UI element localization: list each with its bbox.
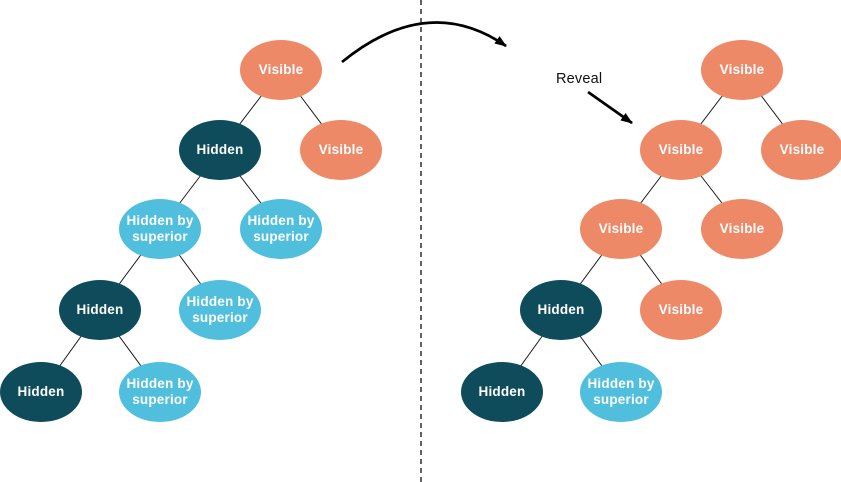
transform-arrow: [341, 21, 507, 64]
tree-node-after-visible: Visible: [640, 120, 722, 180]
reveal-arrow: [587, 90, 633, 125]
tree-node-before-visible: Visible: [240, 40, 322, 100]
tree-node-after-visible: Visible: [701, 40, 783, 100]
tree-node-before-hidden_by_superior: Hidden by superior: [240, 199, 322, 259]
tree-node-before-visible: Visible: [300, 120, 382, 180]
tree-node-after-hidden_by_superior: Hidden by superior: [580, 362, 662, 422]
tree-node-after-visible: Visible: [640, 280, 722, 340]
reveal-label: Reveal: [556, 71, 603, 87]
tree-node-after-visible: Visible: [701, 199, 783, 259]
tree-node-before-hidden: Hidden: [0, 362, 82, 422]
tree-node-after-hidden: Hidden: [520, 280, 602, 340]
tree-node-before-hidden_by_superior: Hidden by superior: [119, 199, 201, 259]
tree-node-after-visible: Visible: [761, 120, 841, 180]
tree-node-before-hidden: Hidden: [179, 120, 261, 180]
tree-node-before-hidden_by_superior: Hidden by superior: [179, 280, 261, 340]
tree-node-after-hidden: Hidden: [461, 362, 543, 422]
tree-node-after-visible: Visible: [580, 199, 662, 259]
tree-node-before-hidden_by_superior: Hidden by superior: [119, 362, 201, 422]
tree-node-before-hidden: Hidden: [59, 280, 141, 340]
